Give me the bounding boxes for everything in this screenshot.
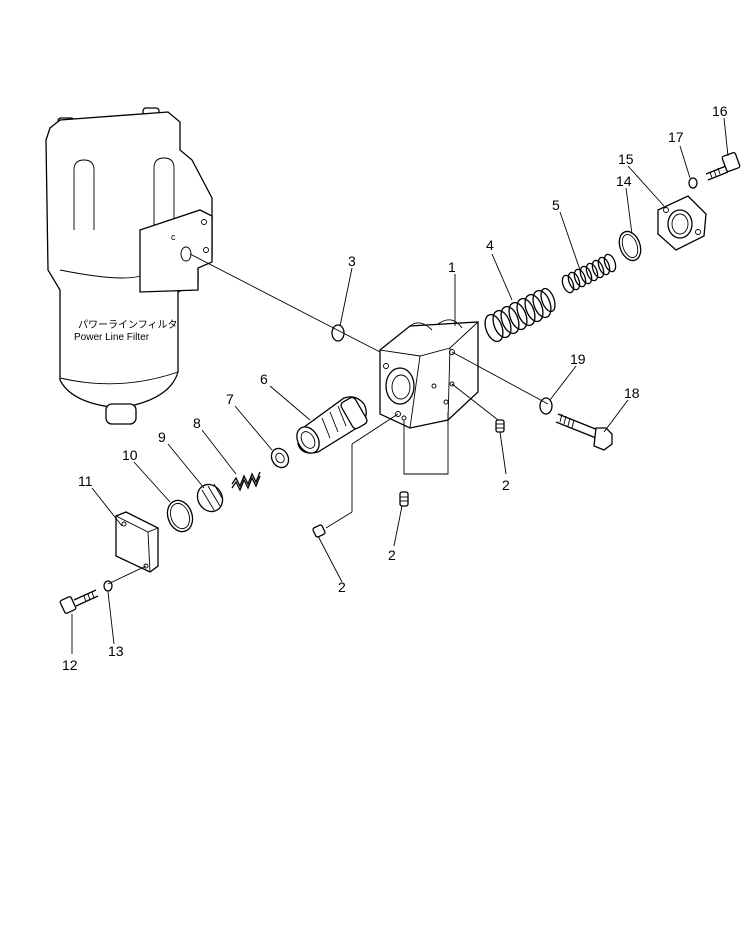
callout-18: 18 <box>624 385 640 401</box>
callout-2a: 2 <box>502 477 510 493</box>
callout-4: 4 <box>486 237 494 253</box>
callout-6: 6 <box>260 371 268 387</box>
callout-10: 10 <box>122 447 138 463</box>
callout-5: 5 <box>552 197 560 213</box>
washer-19 <box>539 397 553 415</box>
end-cap-15 <box>657 195 707 251</box>
callout-13: 13 <box>108 643 124 659</box>
spring-8 <box>231 471 261 492</box>
o-ring-3 <box>331 324 345 342</box>
callout-leaders <box>71 117 729 654</box>
power-line-filter: c パワーラインフィルタ Power Line Filter <box>45 107 213 425</box>
callout-12: 12 <box>62 657 78 673</box>
callout-7: 7 <box>226 391 234 407</box>
callout-numbers: 1 2 2 2 3 4 5 6 7 8 9 10 11 12 13 14 15 … <box>62 103 728 673</box>
plug-2a <box>495 419 505 433</box>
washer-13 <box>103 580 113 592</box>
plug-2c <box>312 524 326 538</box>
callout-16: 16 <box>712 103 728 119</box>
valve-block-1 <box>379 319 479 429</box>
spring-5 <box>561 253 617 294</box>
callout-2c: 2 <box>338 579 346 595</box>
large-spring-4 <box>484 287 556 343</box>
nut-7 <box>270 447 290 469</box>
o-ring-10 <box>166 499 194 533</box>
bolt-16 <box>705 152 741 181</box>
bolt-12 <box>59 589 99 614</box>
callout-11: 11 <box>78 473 93 489</box>
callout-19: 19 <box>570 351 586 367</box>
callout-2b: 2 <box>388 547 396 563</box>
cover-plate-11 <box>115 511 159 573</box>
spool-sleeve-6 <box>296 396 368 454</box>
o-ring-14 <box>618 230 642 262</box>
filter-label-english: Power Line Filter <box>74 332 150 343</box>
svg-text:c: c <box>171 232 176 242</box>
callout-8: 8 <box>193 415 201 431</box>
piston-9 <box>196 483 224 513</box>
plug-2b <box>399 491 409 507</box>
callout-17: 17 <box>668 129 684 145</box>
callout-3: 3 <box>348 253 356 269</box>
callout-9: 9 <box>158 429 166 445</box>
callout-14: 14 <box>616 173 632 189</box>
bolt-18 <box>555 413 613 451</box>
filter-label-japanese: パワーラインフィルタ <box>78 319 178 331</box>
callout-15: 15 <box>618 151 634 167</box>
washer-17 <box>688 177 698 189</box>
callout-1: 1 <box>448 259 456 275</box>
